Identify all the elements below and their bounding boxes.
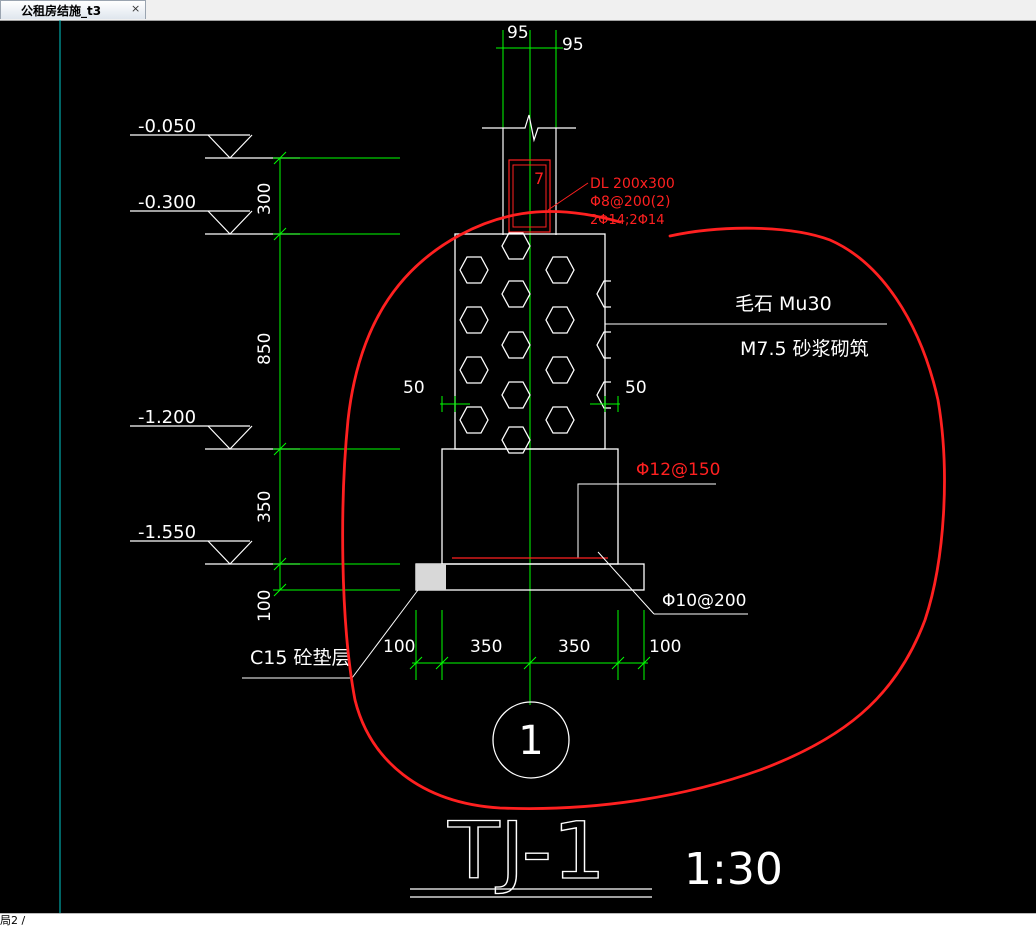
status-text: 局2 / [0, 914, 26, 927]
elevation-3: -1.200 [138, 407, 196, 428]
vdim-100: 100 [255, 590, 275, 622]
rebar-2-label: Φ10@200 [662, 591, 746, 611]
drawing-title: TJ-1 [447, 807, 606, 897]
vdim-850: 850 [255, 333, 275, 365]
status-bar: 局2 / [0, 913, 1036, 928]
vertical-dimension [273, 151, 400, 597]
document-tab[interactable]: 公租房结施_t3 × [0, 0, 146, 19]
beam-stirrup-mark: 7 [534, 169, 544, 188]
elevation-4: -1.550 [138, 522, 196, 543]
break-line [482, 114, 576, 143]
offset-right: 50 [625, 378, 647, 398]
beam-label-1: DL 200x300 [590, 176, 675, 192]
rebar-2-leader [597, 551, 655, 615]
ground-beam-section [508, 159, 551, 233]
dim-top-left: 95 [507, 23, 529, 43]
offset-dims [440, 396, 620, 412]
cad-canvas[interactable]: 95 95 7 DL 200x300 Φ8@200(2) 2Φ14;2Φ14 -… [0, 20, 1036, 913]
cushion-label: C15 砼垫层 [250, 647, 350, 669]
bdim-3: 350 [558, 637, 590, 657]
drawing-scale: 1:30 [684, 844, 783, 895]
rebar-1-leader [577, 483, 716, 558]
vdim-300: 300 [255, 183, 275, 215]
rubble-pattern [459, 232, 612, 454]
axis-number: 1 [518, 718, 543, 764]
rebar-1-label: Φ12@150 [636, 460, 720, 480]
cushion-leader [351, 589, 419, 679]
elevation-1: -0.050 [138, 116, 196, 137]
dim-top-right: 95 [562, 35, 584, 55]
bdim-4: 100 [649, 637, 681, 657]
bdim-1: 100 [383, 637, 415, 657]
material-2: M7.5 砂浆砌筑 [740, 338, 869, 360]
ground-beam-rebar-box [512, 164, 547, 228]
beam-label-2: Φ8@200(2) [590, 194, 670, 210]
beam-leader [547, 182, 589, 211]
document-tab-bar: 公租房结施_t3 × [0, 0, 1036, 21]
drawing-svg: 95 95 7 DL 200x300 Φ8@200(2) 2Φ14;2Φ14 -… [59, 20, 946, 913]
cushion-hatch [416, 564, 446, 590]
offset-left: 50 [403, 378, 425, 398]
document-tab-title: 公租房结施_t3 [21, 4, 102, 18]
axis-bubble [492, 701, 570, 779]
bdim-2: 350 [470, 637, 502, 657]
bottom-dimension [409, 610, 651, 680]
material-1: 毛石 Mu30 [735, 293, 832, 315]
beam-label-3: 2Φ14;2Φ14 [590, 213, 664, 228]
elevation-2: -0.300 [138, 192, 196, 213]
close-icon[interactable]: × [131, 2, 141, 15]
vdim-350: 350 [255, 491, 275, 523]
red-markup-outline [341, 210, 946, 810]
